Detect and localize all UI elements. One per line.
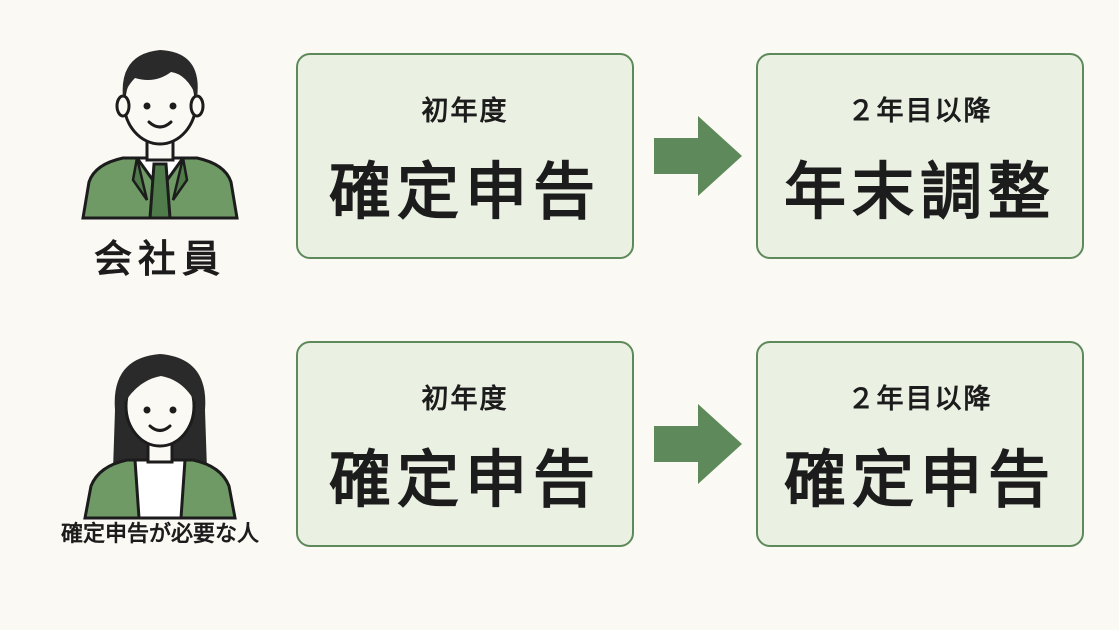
person-tax-filer: 確定申告が必要な人 xyxy=(60,300,260,580)
row-tax-filer: 確定申告が必要な人 初年度 確定申告 ２年目以降 確定申告 xyxy=(0,300,1119,580)
method-label: 確定申告 xyxy=(783,443,1056,516)
row-company-employee: 会社員 初年度 確定申告 ２年目以降 年末調整 xyxy=(0,0,1119,281)
first-year-box: 初年度 確定申告 xyxy=(296,53,634,259)
period-label: ２年目以降 xyxy=(847,384,993,415)
second-year-box: ２年目以降 年末調整 xyxy=(756,53,1084,259)
method-label: 確定申告 xyxy=(328,443,601,516)
method-label: 確定申告 xyxy=(328,155,601,228)
arrow-right-icon xyxy=(654,116,742,196)
first-year-box: 初年度 確定申告 xyxy=(296,341,634,547)
period-label: 初年度 xyxy=(421,96,509,127)
woman-icon xyxy=(83,354,237,520)
arrow-right-icon xyxy=(654,404,742,484)
method-label: 年末調整 xyxy=(783,155,1056,228)
second-year-box: ２年目以降 確定申告 xyxy=(756,341,1084,547)
person-label: 確定申告が必要な人 xyxy=(60,522,259,547)
person-label: 会社員 xyxy=(93,237,226,281)
businessman-icon xyxy=(81,50,239,220)
period-label: ２年目以降 xyxy=(847,96,993,127)
person-company-employee: 会社員 xyxy=(60,0,260,281)
period-label: 初年度 xyxy=(421,384,509,415)
